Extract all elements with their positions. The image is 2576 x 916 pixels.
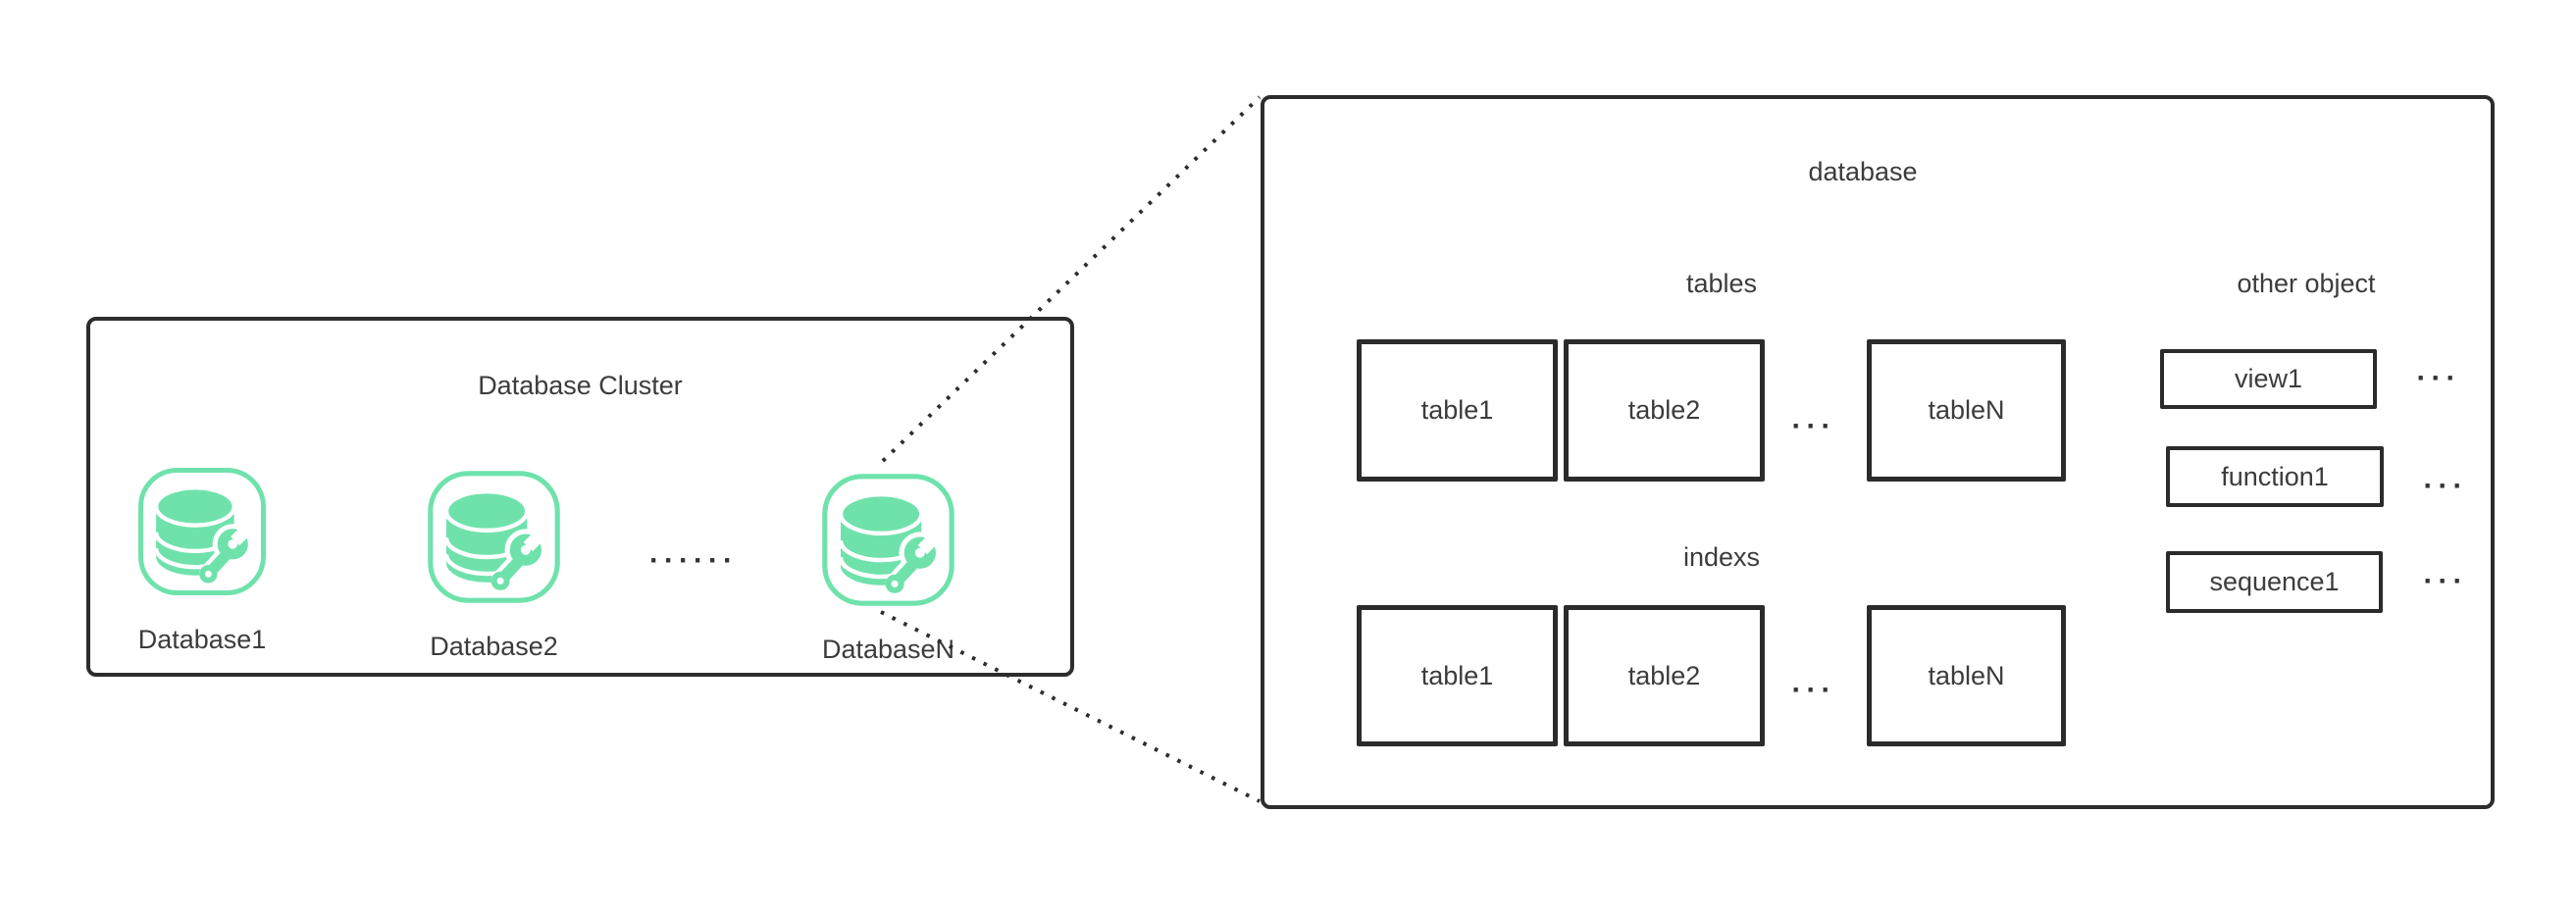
database-label: Database1	[137, 625, 267, 654]
indexes-ellipsis: ···	[1791, 674, 1836, 706]
indexes-section-label: indexs	[1682, 542, 1761, 572]
table-box: table1	[1357, 339, 1558, 482]
database-node-2: Database2	[422, 465, 566, 661]
database-title: database	[1808, 157, 1918, 186]
index-table-box: table2	[1564, 605, 1765, 746]
database-node-n: DatabaseN	[816, 468, 960, 664]
function-box: function1	[2166, 446, 2384, 507]
sequence-ellipsis: ···	[2423, 565, 2468, 597]
sequence-box: sequence1	[2166, 551, 2383, 613]
database-wrench-icon	[138, 468, 266, 595]
other-object-section-label: other object	[2237, 269, 2376, 298]
cluster-title: Database Cluster	[478, 371, 683, 400]
database-label: DatabaseN	[821, 635, 955, 664]
database-wrench-icon	[822, 474, 954, 606]
index-table-box: table1	[1357, 605, 1558, 746]
function-ellipsis: ···	[2423, 470, 2468, 502]
database-detail-box: database tables table1 table2 ··· tableN…	[1261, 95, 2495, 809]
database-label: Database2	[430, 632, 558, 661]
index-table-box: tableN	[1867, 605, 2066, 746]
database-wrench-icon	[428, 471, 560, 603]
database-node-1: Database1	[132, 462, 272, 654]
view-box: view1	[2160, 349, 2377, 409]
table-box: tableN	[1867, 339, 2066, 482]
table-box: table2	[1564, 339, 1765, 482]
tables-section-label: tables	[1685, 269, 1758, 298]
database-cluster-box: Database Cluster Database1	[86, 317, 1074, 677]
cluster-ellipsis: ······	[649, 544, 738, 577]
tables-ellipsis: ···	[1791, 410, 1836, 442]
view-ellipsis: ···	[2416, 362, 2461, 394]
